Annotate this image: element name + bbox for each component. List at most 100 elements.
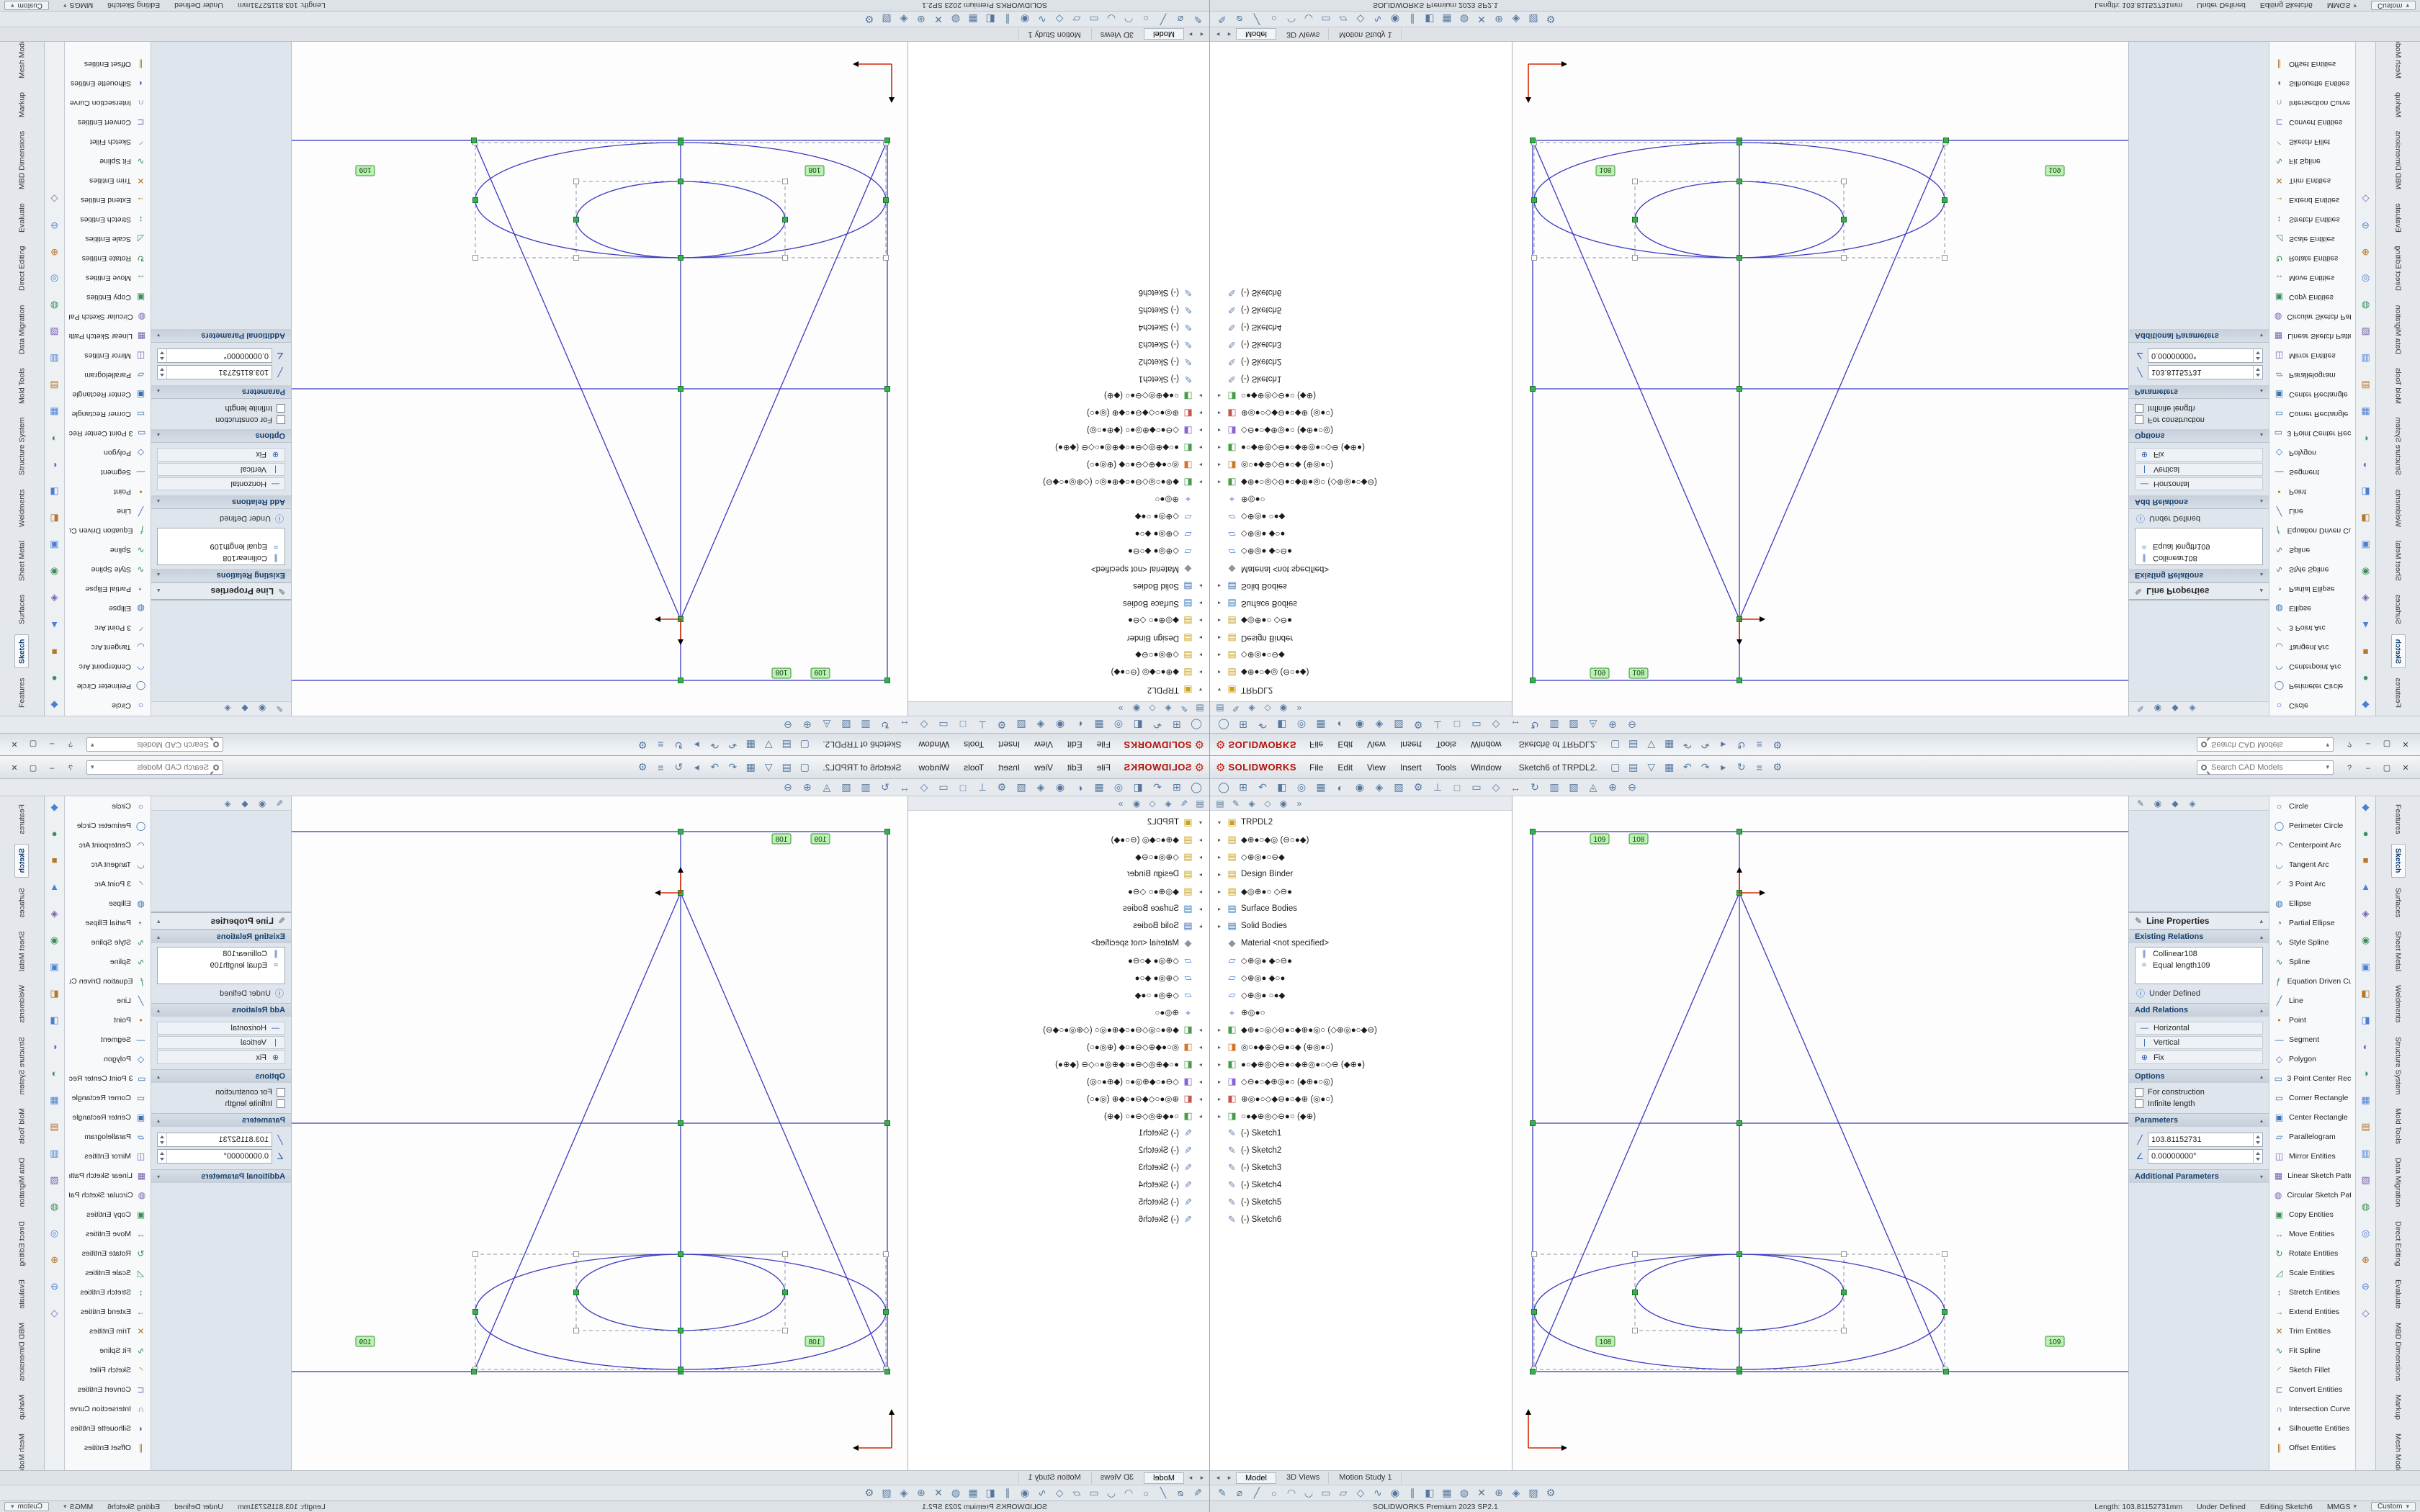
file-properties-icon[interactable]: ≡ [1756,739,1762,751]
spin-up-button[interactable] [2254,356,2262,362]
side-tool-icon[interactable]: ◇ [2362,194,2370,204]
side-tool-icon[interactable]: ◑ [51,1068,58,1079]
side-tool-icon[interactable]: ⊕ [50,247,58,258]
spin-down-button[interactable] [158,1140,166,1146]
commandmanager-tab[interactable]: Direct Editing [16,243,29,294]
silhouette-entities-tool[interactable]: ◖ Silhouette Entities [2269,74,2355,94]
options-icon[interactable]: ⚙ [637,761,647,773]
tree-row[interactable]: ▸ ▤ ◇⊕◎●○⊖◆ [1210,647,1512,664]
trim-entities-icon[interactable]: ✕ [934,14,943,25]
spin-down-button[interactable] [158,366,166,372]
expand-arrow-icon[interactable]: ▸ [1199,1112,1203,1120]
parallelogram-icon[interactable]: ▱ [1072,14,1081,25]
expand-arrow-icon[interactable]: ▸ [1199,410,1203,417]
document-tab[interactable]: Motion Study 1 [1330,1472,1402,1484]
parameter-input[interactable]: 0.00000000° [2148,1149,2263,1164]
equation-driven-curve-tool[interactable]: ƒ Equation Driven Curve [65,971,151,991]
tree-row[interactable]: ▸ ◨ ◎○●◆⊕◇⊖●○◆ (⊕◎●○) [1210,456,1512,474]
tree-row[interactable]: ▸ ▤ Surface Bodies [1210,595,1512,612]
side-tool-icon[interactable]: ▦ [50,1094,59,1105]
expand-arrow-icon[interactable]: ▸ [1217,1026,1221,1033]
relation-equal-length[interactable]: = Equal length109 [158,541,284,552]
three-point-arc-tool[interactable]: ◜ 3 Point Arc [65,874,151,894]
undo-icon[interactable]: ↶ [728,761,738,773]
rotate-view-icon[interactable]: ↻ [881,719,889,731]
ellipse-tool[interactable]: ◍ Ellipse [65,599,151,618]
displaymanager-tab-icon[interactable]: ◉ [1132,798,1141,809]
mirror-entities-icon[interactable]: ◧ [985,1487,995,1498]
sketch-canvas[interactable]: 109 108 108 109 [292,42,908,716]
side-tool-icon[interactable]: ◍ [2361,1201,2370,1212]
expand-arrow-icon[interactable]: ▸ [1199,652,1203,659]
side-tool-icon[interactable]: ▥ [2361,354,2370,364]
spin-up-button[interactable] [2254,1133,2262,1140]
menu-item[interactable]: File [1309,762,1324,773]
circle-tool[interactable]: ○ Circle [65,696,151,716]
move-entities-tool[interactable]: ↔ Move Entities [65,269,151,288]
commandmanager-tab[interactable]: Sketch [2390,844,2406,878]
offset-entities-icon[interactable]: ∥ [1005,1487,1010,1498]
edit-appearance-icon[interactable]: ◈ [1036,781,1045,793]
relation-equal-length[interactable]: = Equal length109 [2136,541,2262,552]
tree-row[interactable]: ✎ (-) Sketch4 [1210,1176,1512,1194]
zoom-to-fit-icon[interactable]: ◯ [1218,719,1229,731]
expand-tabs-icon[interactable]: » [1296,703,1302,714]
spline-tool[interactable]: ∿ Spline [65,541,151,560]
relation-tag[interactable]: 109 [2045,165,2065,176]
expand-arrow-icon[interactable]: ▸ [1217,634,1221,642]
side-tool-icon[interactable]: ◧ [2361,988,2370,999]
tree-row[interactable]: ✎ (-) Sketch6 [1210,284,1512,301]
select-icon[interactable]: ▸ [694,761,699,773]
expand-arrow-icon[interactable]: ▸ [1217,870,1221,878]
maximize-button[interactable]: ▢ [29,739,37,749]
side-tool-icon[interactable]: ▲ [2361,881,2370,892]
display-pane-tab-icon[interactable]: ◉ [258,798,266,809]
length-parameter[interactable]: ╱ 103.81152731 [157,1133,285,1147]
spin-down-button[interactable] [158,349,166,356]
commandmanager-tab[interactable]: MBD Dimensions [2392,1319,2405,1385]
scale-entities-tool[interactable]: ◿ Scale Entities [2269,230,2355,249]
side-tool-icon[interactable]: ▦ [50,407,59,418]
view-orientation-icon[interactable]: ▦ [1094,781,1104,793]
spin-up-button[interactable] [2254,1150,2262,1156]
tab-scroll-right-icon[interactable]: ▸ [1227,31,1232,38]
document-tab[interactable]: Model [1144,28,1184,40]
tree-row[interactable]: ✎ (-) Sketch5 [908,301,1210,318]
checkbox[interactable] [2135,404,2143,413]
redo-icon[interactable]: ↷ [1700,761,1710,773]
relation-tag[interactable]: 109 [1590,667,1610,679]
point-tool[interactable]: • Point [2269,1010,2355,1030]
propertymanager-tab-icon[interactable]: ✎ [1232,703,1240,714]
tree-row[interactable]: ▸ ◧ ◆⊕●○◎◇⊖●○◆⊕●◎○ (◇⊕◎●○◆⊖) [908,474,1210,491]
edit-appearance-icon[interactable]: ◈ [1375,781,1384,793]
tree-row[interactable]: ▾ ▣ TRPDL2 [908,681,1210,698]
side-tool-icon[interactable]: ▲ [50,620,59,631]
section-view-icon[interactable]: ◧ [1133,719,1143,731]
tangent-arc-tool[interactable]: ◡ Tangent Arc [2269,638,2355,657]
search-input[interactable] [97,739,210,750]
spin-down-button[interactable] [2254,366,2262,372]
intersection-curve-tool[interactable]: ∩ Intersection Curve [65,94,151,113]
side-tool-icon[interactable]: ▣ [2361,540,2370,551]
tree-row[interactable]: ✎ (-) Sketch6 [908,284,1210,301]
side-tool-icon[interactable]: ◉ [50,567,59,577]
displaymanager-tab-icon[interactable]: ◉ [1279,798,1288,809]
expand-arrow-icon[interactable]: ▾ [1199,686,1203,693]
offset-entities-icon[interactable]: ∥ [1410,14,1415,25]
side-tool-icon[interactable]: ◍ [50,1201,59,1212]
parameter-input[interactable]: 103.81152731 [157,1133,272,1147]
expand-arrow-icon[interactable]: ▸ [1217,392,1221,400]
side-tool-icon[interactable]: ● [51,828,58,839]
trim-entities-icon[interactable]: ✕ [1477,1487,1486,1498]
options-icon[interactable]: ⚙ [1546,14,1556,25]
tree-row[interactable]: ▸ ◧ ◆⊕●○◎◇⊖●○◆⊕●◎○ (◇⊕◎●○◆⊖) [1210,1021,1512,1038]
tree-row[interactable]: ▱ ◇⊕◎● ◆○⊖● [1210,543,1512,560]
shadows-icon[interactable]: ▨ [841,781,851,793]
commandmanager-tab[interactable]: Evaluate [16,199,29,236]
mirror-entities-icon[interactable]: ◧ [985,14,995,25]
copy-entities-tool[interactable]: ▣ Copy Entities [2269,1205,2355,1224]
side-tool-icon[interactable]: ◉ [50,935,59,945]
tree-row[interactable]: + ⊕◎●○ [1210,491,1512,508]
commandmanager-tab[interactable]: Weldments [16,485,29,530]
tree-row[interactable]: ▱ ◇⊕◎● ◆○● [1210,969,1512,986]
